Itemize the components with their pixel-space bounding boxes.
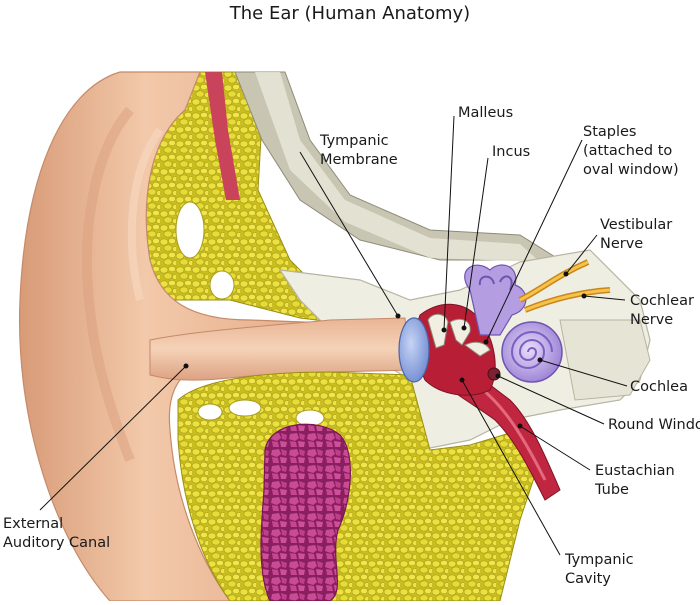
label-vestibular-nerve: Vestibular Nerve	[600, 217, 673, 252]
label-eustachian-tube: Eustachian Tube	[595, 463, 675, 498]
semicircular-canals	[464, 264, 527, 336]
label-staples: Staples (attached to oval window)	[583, 124, 679, 178]
label-incus: Incus	[492, 144, 531, 160]
stapes-shape	[464, 341, 491, 357]
label-round-window: Round Window	[608, 417, 700, 433]
label-tympanic-membrane: Tympanic Membrane	[320, 133, 398, 168]
ear-canal	[149, 317, 411, 381]
label-external-auditory-canal: External Auditory Canal	[3, 516, 111, 551]
label-tympanic-cavity: Tympanic Cavity	[565, 552, 634, 587]
parotid-gland	[260, 423, 351, 602]
label-cochlea: Cochlea	[630, 379, 688, 395]
malleus-shape	[427, 313, 449, 349]
label-cochlear-nerve: Cochlear Nerve	[630, 293, 694, 328]
cochlea-shape	[501, 321, 563, 383]
leader-lines	[39, 115, 628, 556]
tympanic-membrane-shape	[398, 317, 430, 383]
diagram-title: The Ear (Human Anatomy)	[229, 3, 471, 24]
label-malleus: Malleus	[458, 105, 514, 121]
upper-skin-strip	[205, 72, 240, 200]
